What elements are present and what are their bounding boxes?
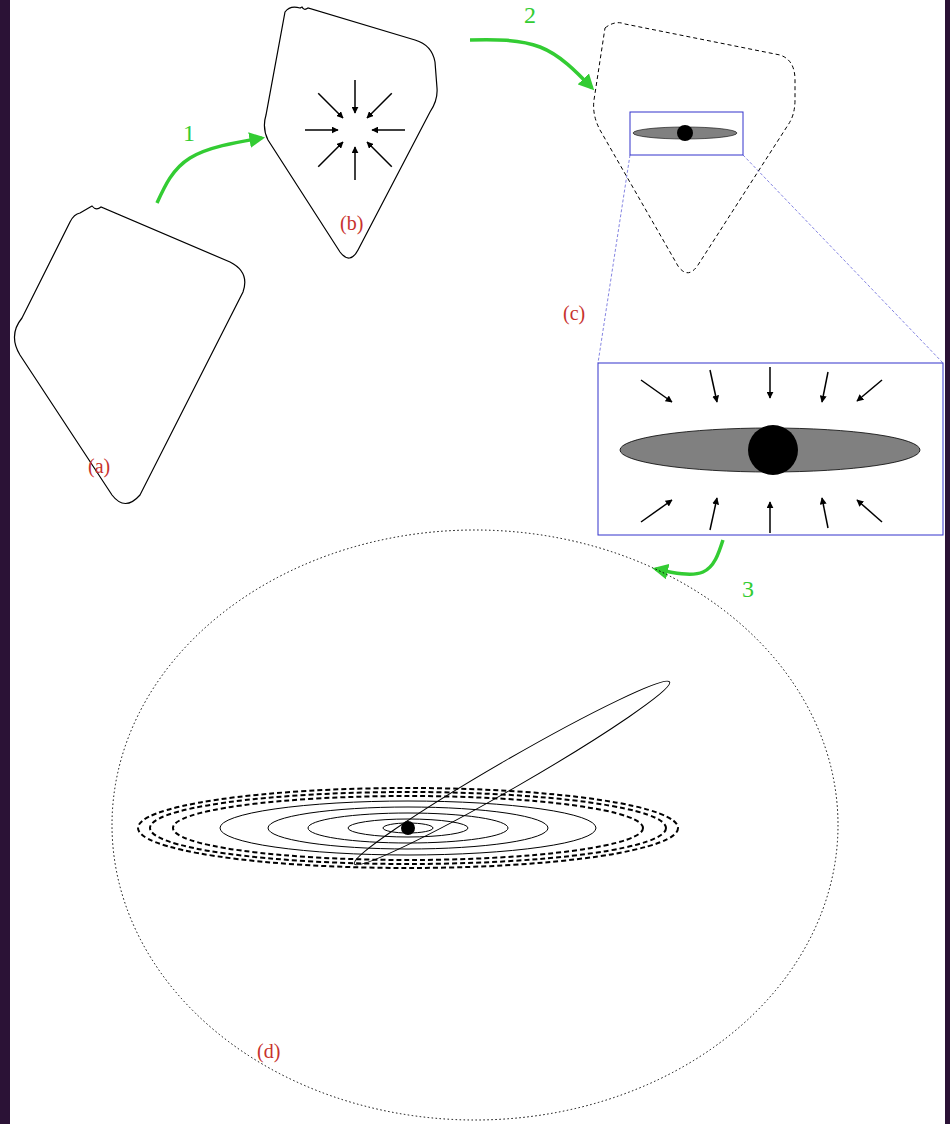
- inflow-arrow: [305, 129, 338, 131]
- planet-orbit: [308, 813, 508, 843]
- node-outline: [112, 530, 838, 1120]
- background-panel: [10, 0, 945, 1124]
- inflow-arrow: [769, 502, 771, 533]
- outer-orbit: [138, 788, 678, 868]
- zoom-line: [598, 155, 630, 363]
- stage-node: (a): [10, 203, 250, 508]
- process-arrow: [655, 540, 723, 574]
- inflow-arrow: [318, 142, 343, 167]
- inflow-arrow: [367, 93, 392, 118]
- stage-label: (a): [88, 455, 110, 477]
- inflow-arrow: [710, 498, 717, 530]
- outer-orbit: [150, 792, 666, 864]
- inflow-arrow: [822, 372, 828, 402]
- node-outline: [592, 15, 945, 540]
- node-outline: [262, 3, 470, 265]
- star: [401, 821, 415, 835]
- planet-orbit: [348, 819, 468, 837]
- inflow-arrow: [354, 80, 356, 113]
- inflow-arrow: [822, 498, 828, 528]
- stage-node: (d): [112, 530, 838, 1120]
- outer-orbit: [173, 796, 643, 860]
- zoom-line: [743, 155, 943, 363]
- inflow-arrow: [318, 93, 343, 118]
- comet-orbit: [347, 670, 676, 876]
- step-number: 3: [740, 576, 756, 602]
- planet-orbit: [268, 807, 548, 849]
- inflow-arrow: [641, 500, 672, 522]
- inflow-arrow: [372, 129, 405, 131]
- outer-cloud-sphere: [112, 530, 838, 1120]
- step-number: 1: [181, 120, 197, 146]
- inflow-arrow: [641, 380, 672, 402]
- stage-node: (b): [262, 3, 470, 265]
- inflow-arrow: [354, 147, 356, 180]
- dispersed-cloud-outline: [594, 23, 795, 273]
- stage-label: (b): [340, 212, 363, 234]
- planet-orbit: [220, 801, 596, 855]
- inflow-arrow: [769, 367, 771, 398]
- inflow-arrow: [857, 500, 882, 522]
- collapsing-cloud-outline: [264, 7, 437, 258]
- stage-label: (d): [257, 1040, 280, 1062]
- process-arrow: [470, 40, 592, 88]
- cloud-outline: [14, 206, 244, 504]
- inflow-arrow: [857, 380, 882, 401]
- protostar: [748, 425, 798, 475]
- step-number: 2: [522, 2, 538, 28]
- process-arrow: [157, 138, 262, 203]
- zoom-inset: [598, 363, 943, 535]
- stage-label: (c): [563, 302, 585, 324]
- protostar: [677, 125, 693, 141]
- inflow-arrow: [710, 370, 717, 402]
- stage-node: (c): [592, 15, 945, 540]
- zoom-frame: [630, 112, 743, 155]
- node-outline: [10, 203, 250, 508]
- inflow-arrow: [367, 142, 392, 167]
